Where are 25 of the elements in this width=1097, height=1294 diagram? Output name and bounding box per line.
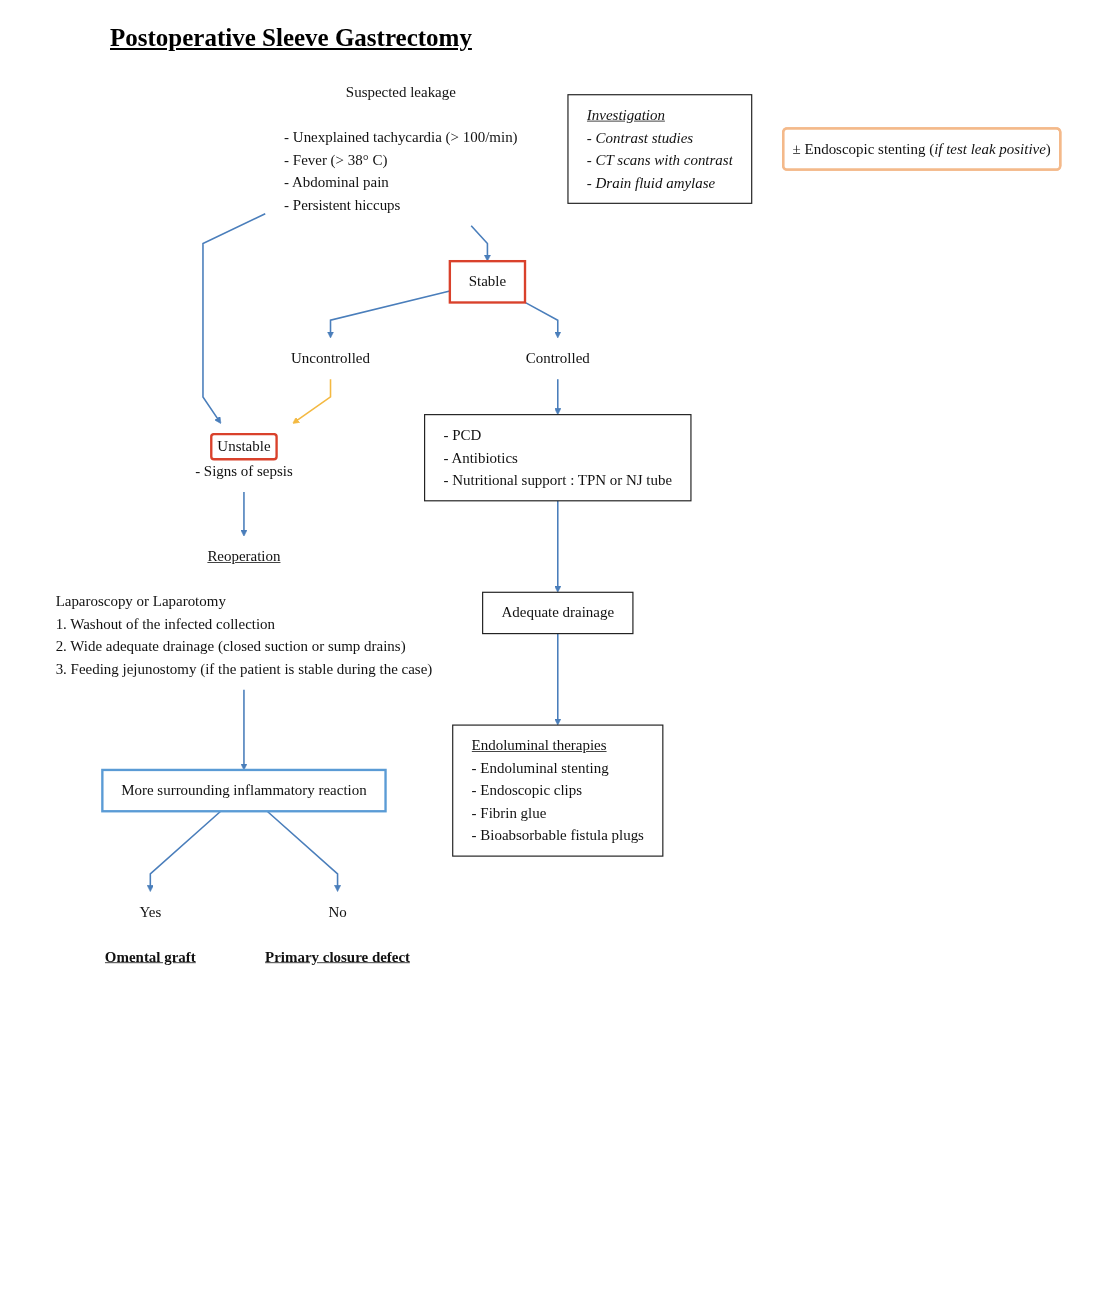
arrow [240, 491, 248, 537]
node-box: More surrounding inflammatory reaction [101, 768, 387, 813]
node-text: Uncontrolled [291, 349, 370, 367]
node-text: No [328, 903, 347, 920]
arrow [470, 224, 491, 262]
node-box: Stable [448, 260, 527, 304]
arrow [202, 212, 267, 424]
node-box: Endoluminal therapies - Endoluminal stenting - Endoscopic clips - Fibrin glue - Bioabsorbable fistula plugs [452, 724, 664, 857]
node-box: Adequate drainage [482, 591, 634, 635]
node-box: - PCD - Antibiotics - Nutritional support : TPN or NJ tube [424, 414, 692, 502]
node-label: Omental graft [104, 948, 196, 965]
node-text: Suspected leakage - Unexplained tachycardia (> 100/min) - Fever (> 38° C) - Abdominal pain - Persistent hiccups [284, 84, 518, 213]
node-box: Investigation - Contrast studies - CT scans with contrast - Drain fluid amylase [567, 94, 753, 204]
arrow [554, 500, 562, 593]
node-label: Primary closure defect [265, 948, 411, 965]
node-text: Controlled [525, 349, 590, 367]
node-text: Yes [139, 903, 162, 920]
diagram-title: Postoperative Sleeve Gastrectomy [110, 24, 472, 52]
arrow [292, 378, 332, 424]
node-label: - Signs of sepsis [195, 462, 293, 479]
node-text: Reoperation Laparoscopy or Laparotomy 1. Washout of the infected collection 2. Wide adequate drainage (closed suction or sump drains) 3. Feeding jejunostomy (if the patient is stable during the case) [55, 548, 433, 677]
node-box: Unstable [210, 432, 278, 461]
arrow [554, 378, 562, 415]
arrow [524, 301, 562, 339]
arrow [554, 632, 562, 726]
